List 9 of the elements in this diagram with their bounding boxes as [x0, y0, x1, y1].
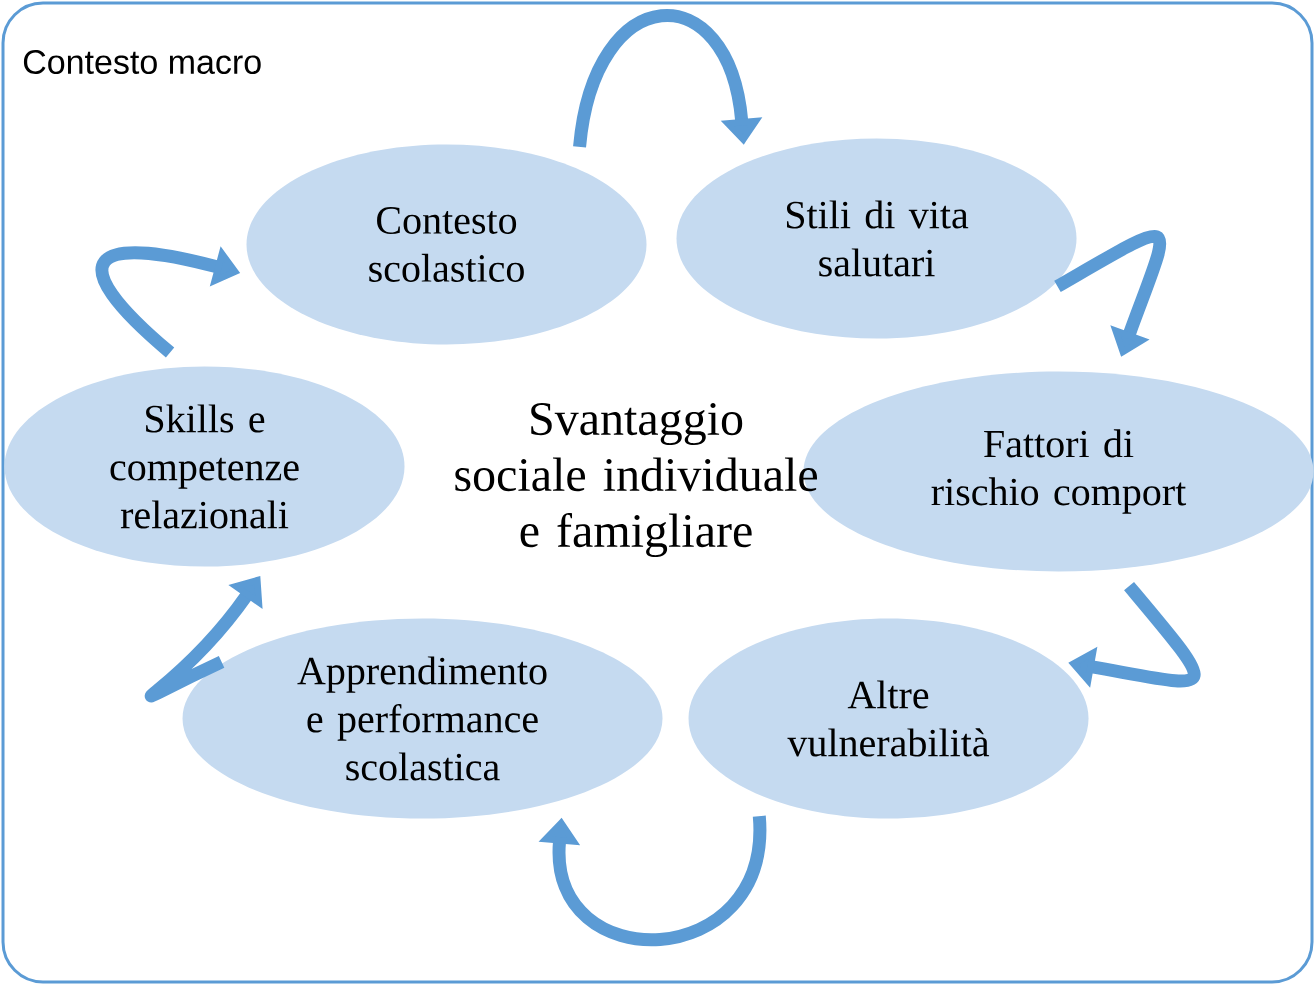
ellipse-node: Stili di vita salutari [676, 138, 1077, 339]
ellipse-node: Altre vulnerabilità [688, 618, 1089, 819]
ellipse-node: Contesto scolastico [246, 144, 647, 345]
center-text: Svantaggio sociale individuale e famigliare [455, 402, 817, 558]
cycle-arrow [573, 9, 763, 148]
ellipse-node: Apprendimento e performance scolastica [182, 618, 663, 819]
heading: Contesto macro [23, 49, 261, 75]
ellipse-node: Skills e competenze relazionali [4, 366, 405, 567]
cycle-arrow [538, 815, 766, 946]
